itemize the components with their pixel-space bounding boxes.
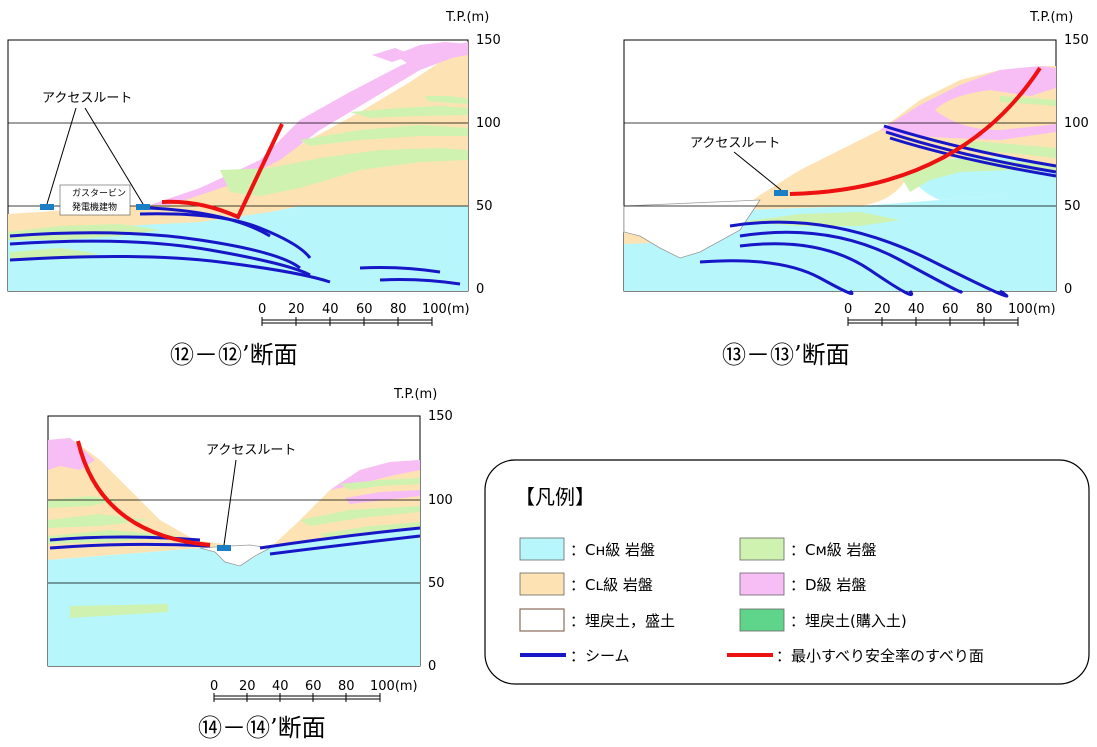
axis-unit: T.P.(m)	[445, 10, 489, 25]
legend-swatch-cl	[519, 572, 565, 596]
y-tick-50: 50	[476, 199, 493, 214]
legend-label-cm: ：Cᴍ級 岩盤	[790, 541, 877, 559]
legend-label-seam: ：シーム	[570, 647, 630, 665]
seam-lines	[9, 206, 461, 286]
section-title: ⑭－⑭’断面	[198, 714, 326, 742]
legend-swatch-ch	[519, 537, 565, 561]
gas-turbine-building	[59, 184, 131, 216]
svg-text:60: 60	[942, 302, 959, 317]
svg-text:60: 60	[356, 302, 373, 317]
access-route-marker	[136, 204, 150, 210]
svg-text:0: 0	[1064, 282, 1072, 297]
axis-unit: T.P.(m)	[1029, 10, 1073, 25]
y-tick-100: 100	[476, 116, 501, 131]
legend-label-d: ：D級 岩盤	[790, 576, 866, 594]
legend-label-cl: ：Cʟ級 岩盤	[570, 576, 653, 594]
legend-swatch-fill-purchased	[739, 608, 785, 632]
building-label-1: ガスタービン	[72, 188, 126, 199]
d-rock-layer	[880, 66, 1056, 140]
cl-rock-layer	[740, 66, 1056, 210]
svg-text:100(m): 100(m)	[370, 679, 418, 694]
svg-text:100(m): 100(m)	[422, 302, 470, 317]
section-14-panel: アクセスルート T.P.(m) 150 100 50 0 0 20 40 60 …	[47, 387, 453, 742]
svg-text:40: 40	[272, 679, 289, 694]
axis-unit: T.P.(m)	[393, 387, 437, 402]
cm-rock-layer	[220, 148, 468, 196]
svg-text:80: 80	[338, 679, 355, 694]
y-tick-0: 0	[476, 282, 484, 297]
section-12-panel: アクセスルート ガスタービン 発電機建物 T.P.(m) 150 100 50 …	[7, 10, 501, 369]
legend-label-slip: ：最小すべり安全率のすべり面	[776, 647, 984, 665]
svg-text:60: 60	[305, 679, 322, 694]
access-route-label: アクセスルート	[42, 91, 132, 106]
svg-text:20: 20	[288, 302, 305, 317]
legend-label-ch: ：Cʜ級 岩盤	[570, 541, 655, 559]
svg-text:80: 80	[976, 302, 993, 317]
legend-label-fill: ：埋戻土，盛土	[570, 612, 675, 630]
slip-surface	[76, 440, 211, 547]
building-label-2: 発電機建物	[72, 201, 117, 213]
cm-rock-layer	[1000, 96, 1056, 106]
legend-title: 【凡例】	[515, 485, 595, 509]
scale-bar: 0 20 40 60 80 100(m)	[258, 302, 470, 326]
svg-text:150: 150	[428, 409, 453, 424]
svg-text:0: 0	[428, 659, 436, 674]
svg-text:100(m): 100(m)	[1008, 302, 1056, 317]
svg-text:80: 80	[390, 302, 407, 317]
cl-rock-layer	[8, 50, 468, 232]
y-tick-150: 150	[476, 33, 501, 48]
section-title: ⑬－⑬’断面	[722, 341, 850, 369]
svg-text:20: 20	[239, 679, 256, 694]
svg-text:40: 40	[908, 302, 925, 317]
scale-bar: 0 20 40 60 80 100(m)	[844, 302, 1056, 326]
section-13-panel: アクセスルート T.P.(m) 150 100 50 0 0 20 40 60 …	[623, 10, 1089, 369]
cm-rock-layer	[48, 496, 120, 508]
svg-text:150: 150	[1064, 33, 1089, 48]
d-rock-layer	[150, 42, 468, 205]
legend-swatch-fill	[519, 608, 565, 632]
access-route-marker	[774, 190, 788, 196]
ch-rock-layer	[48, 524, 420, 666]
svg-text:50: 50	[1064, 199, 1081, 214]
access-route-marker	[217, 545, 231, 551]
scale-bar: 0 20 40 60 80 100(m)	[210, 679, 418, 702]
legend-swatch-cm	[739, 537, 785, 561]
svg-text:20: 20	[874, 302, 891, 317]
svg-text:100: 100	[428, 493, 453, 508]
svg-text:100: 100	[1064, 116, 1089, 131]
access-route-label: アクセスルート	[690, 136, 780, 151]
slip-surface	[789, 66, 1042, 196]
access-route-marker	[40, 204, 54, 210]
svg-text:50: 50	[428, 576, 445, 591]
cl-rock-layer	[48, 438, 230, 560]
legend-label-fill-purchased: ：埋戻土(購入土)	[790, 612, 907, 630]
access-route-label: アクセスルート	[206, 443, 296, 458]
svg-text:0: 0	[210, 679, 218, 694]
seam-lines	[699, 124, 1057, 298]
svg-text:0: 0	[258, 302, 266, 317]
legend-swatch-d	[739, 572, 785, 596]
legend-box: 【凡例】 ：Cʜ級 岩盤 ：Cᴍ級 岩盤 ：Cʟ級 岩盤 ：D級 岩盤 ：埋戻土…	[484, 459, 1090, 685]
svg-text:0: 0	[844, 302, 852, 317]
slip-surface	[161, 123, 284, 220]
svg-text:40: 40	[322, 302, 339, 317]
section-title: ⑫－⑫’断面	[170, 341, 298, 369]
